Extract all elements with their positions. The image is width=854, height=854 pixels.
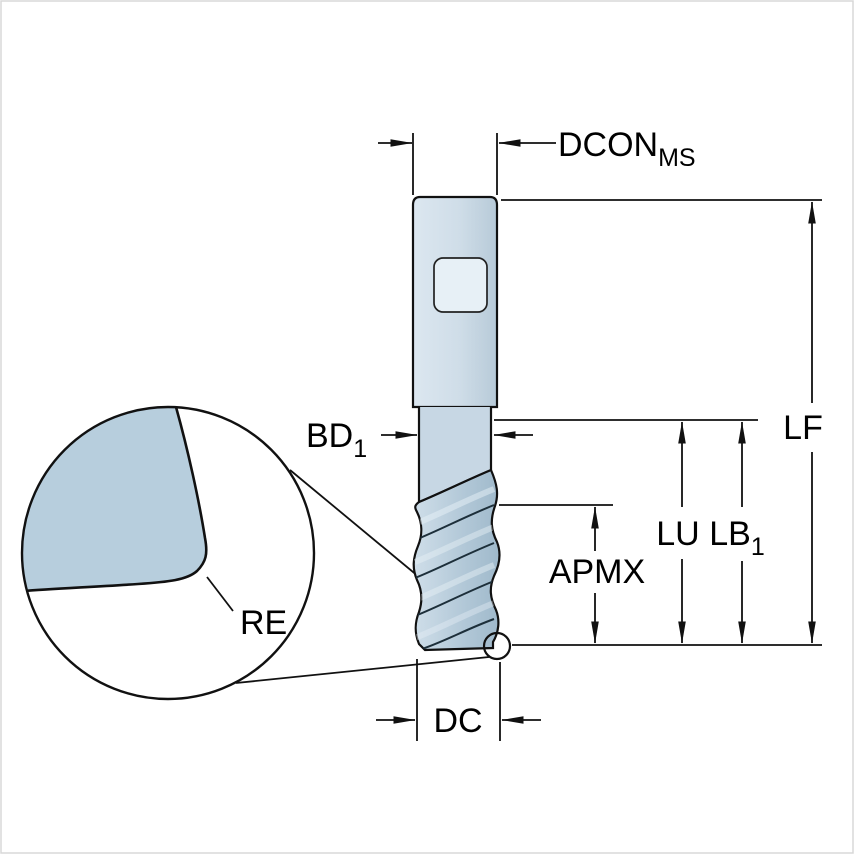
re-text: RE xyxy=(240,604,287,642)
dimension-dcon: DCONMS xyxy=(378,126,696,195)
lu-text: LU xyxy=(656,515,699,553)
detail-corner-edge xyxy=(23,407,208,593)
weldon-flat xyxy=(433,257,488,313)
label-re: RE xyxy=(240,604,287,642)
flute-groove xyxy=(418,618,495,650)
label-lb1: LB1 xyxy=(709,515,765,561)
label-dcon: DCONMS xyxy=(558,126,696,172)
re-leader-line xyxy=(206,576,234,612)
lb1-subscript: 1 xyxy=(751,533,765,561)
flute-highlight xyxy=(413,562,496,603)
dimension-lf: LF xyxy=(501,199,823,646)
dimension-apmx: APMX xyxy=(499,504,645,644)
endmill-tool xyxy=(411,195,512,661)
dcon-subscript: MS xyxy=(658,144,696,172)
label-dc: DC xyxy=(433,702,482,740)
flute-groove xyxy=(414,580,495,617)
flute-groove xyxy=(414,504,495,541)
label-apmx: APMX xyxy=(549,553,645,591)
flute-start-edge xyxy=(418,469,492,503)
corner-radius-marker-circle xyxy=(482,631,512,661)
bd1-subscript: 1 xyxy=(353,435,367,463)
lf-text: LF xyxy=(783,409,823,447)
flute-groove xyxy=(414,542,495,579)
dc-text: DC xyxy=(433,702,482,740)
dimension-bd1: BD1 xyxy=(306,417,533,463)
dcon-text: DCON xyxy=(558,126,658,164)
detail-projection-line-lower xyxy=(235,656,490,684)
dimension-lu: LU xyxy=(494,419,758,644)
detail-corner-shape xyxy=(22,407,208,593)
flute-helix-lines xyxy=(413,486,496,650)
label-lu: LU xyxy=(656,515,699,553)
detail-view: RE xyxy=(20,405,316,701)
dimension-dc: DC xyxy=(376,659,541,741)
flute-highlight xyxy=(413,600,496,641)
detail-circle-outline xyxy=(20,405,316,701)
flute-highlight xyxy=(413,486,496,527)
flute-highlight xyxy=(413,524,496,565)
dimension-lb1: LB1 xyxy=(709,421,765,644)
bd1-text: BD xyxy=(306,417,353,455)
label-lf: LF xyxy=(783,409,823,447)
apmx-text: APMX xyxy=(549,553,645,591)
label-bd1: BD1 xyxy=(306,417,367,463)
detail-corner-fill xyxy=(22,407,207,591)
lb1-text: LB xyxy=(709,515,751,553)
